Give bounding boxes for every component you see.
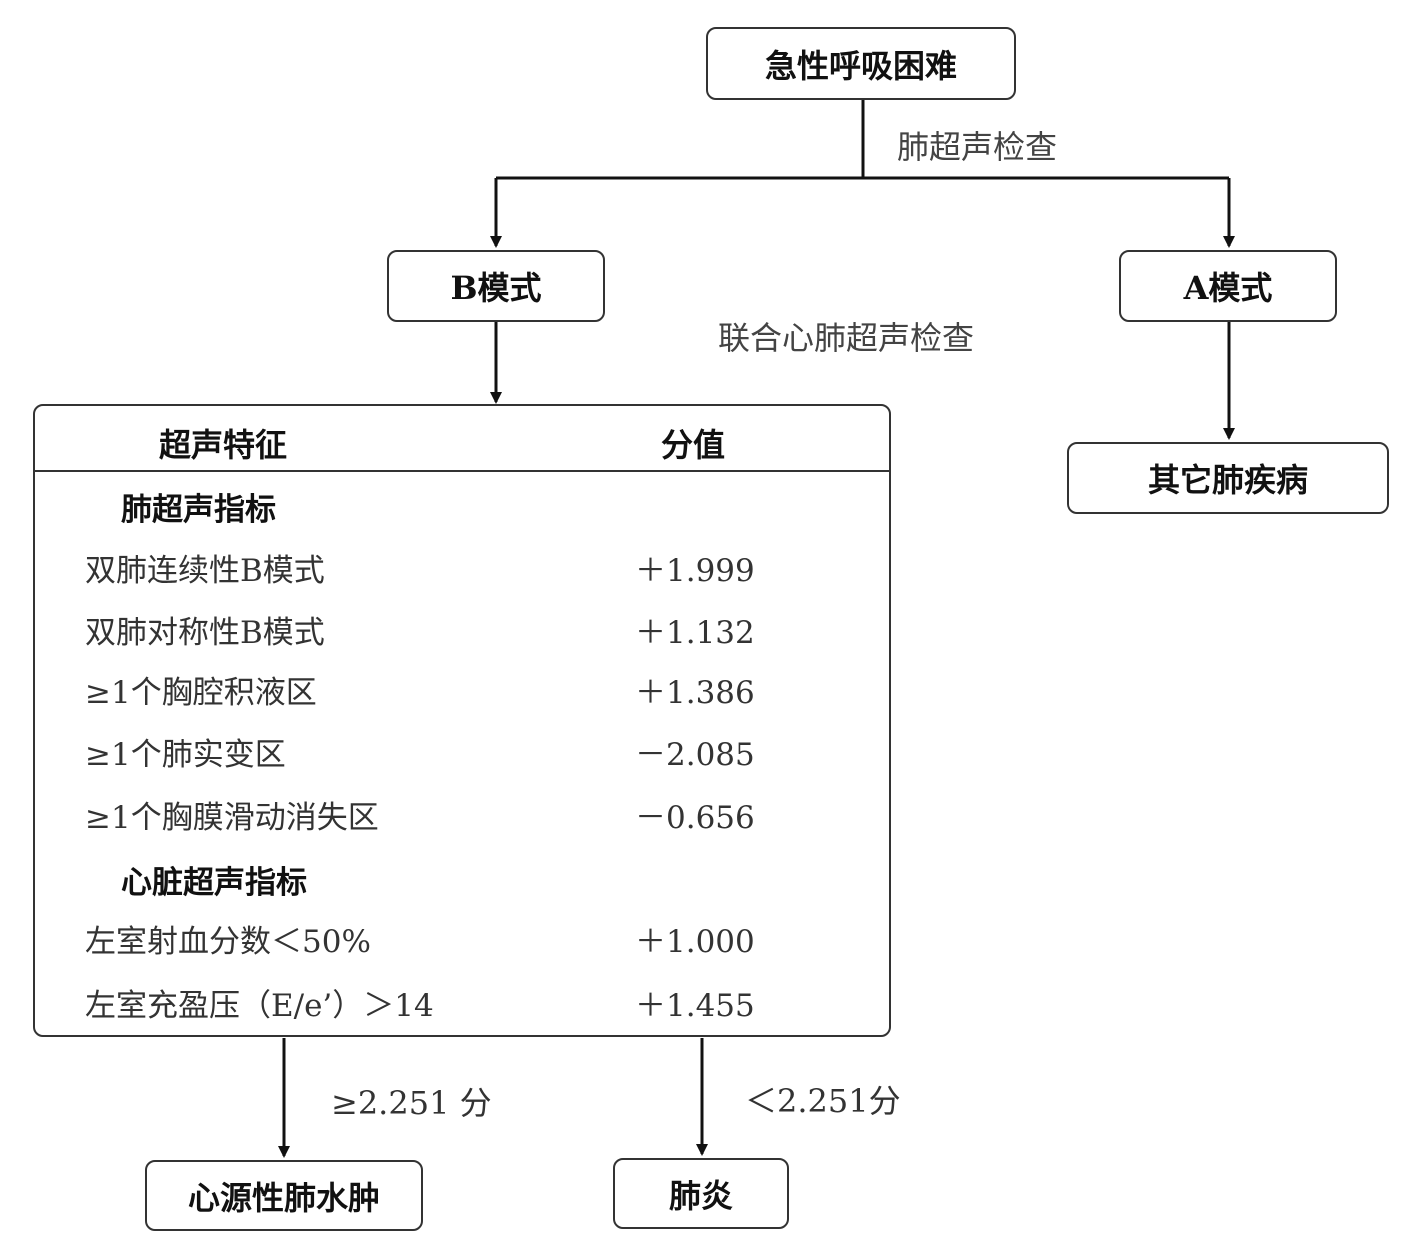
feature-name: 双肺连续性B模式 <box>85 553 325 589</box>
feature-name: 左室射血分数＜50% <box>85 924 371 960</box>
feature-name: ≥1个胸膜滑动消失区 <box>85 800 379 836</box>
header-divider <box>35 470 889 472</box>
feature-name: ≥1个胸腔积液区 <box>85 675 317 711</box>
label-threshold-lt: ＜2.251分 <box>745 1082 901 1120</box>
header-feature: 超声特征 <box>159 426 288 464</box>
label-threshold-ge: ≥2.251 分 <box>331 1084 492 1122</box>
node-b-mode: B模式 <box>387 250 605 322</box>
node-a-mode: A模式 <box>1119 250 1337 322</box>
table-row: ≥1个胸腔积液区 ＋1.386 <box>35 667 889 711</box>
table-row: ≥1个肺实变区 －2.085 <box>35 729 889 773</box>
label-combined-ultrasound: 联合心肺超声检查 <box>718 319 975 357</box>
node-cardiogenic-pulmonary-edema: 心源性肺水肿 <box>145 1160 423 1231</box>
section-lung-indicators: 肺超声指标 <box>121 492 276 528</box>
table-row: 左室充盈压（E/e’）＞14 ＋1.455 <box>35 980 889 1024</box>
node-other-lung-disease: 其它肺疾病 <box>1067 442 1389 514</box>
feature-score: ＋1.455 <box>635 988 755 1024</box>
scoring-table: 超声特征 分值 肺超声指标 双肺连续性B模式 ＋1.999 双肺对称性B模式 ＋… <box>33 404 891 1037</box>
table-row: 左室射血分数＜50% ＋1.000 <box>35 916 889 960</box>
section-heart-indicators: 心脏超声指标 <box>121 865 307 901</box>
feature-score: －2.085 <box>635 737 755 773</box>
feature-name: ≥1个肺实变区 <box>85 737 286 773</box>
feature-score: ＋1.132 <box>635 615 755 651</box>
feature-name: 双肺对称性B模式 <box>85 615 325 651</box>
table-row: 双肺对称性B模式 ＋1.132 <box>35 607 889 651</box>
table-row: 双肺连续性B模式 ＋1.999 <box>35 545 889 589</box>
label-lung-ultrasound: 肺超声检查 <box>897 128 1058 166</box>
table-row: ≥1个胸膜滑动消失区 －0.656 <box>35 792 889 836</box>
feature-name: 左室充盈压（E/e’）＞14 <box>85 988 434 1024</box>
feature-score: ＋1.999 <box>635 553 755 589</box>
header-score: 分值 <box>661 426 726 464</box>
node-pneumonia: 肺炎 <box>613 1158 789 1229</box>
feature-score: ＋1.386 <box>635 675 755 711</box>
feature-score: －0.656 <box>635 800 755 836</box>
node-acute-dyspnea: 急性呼吸困难 <box>706 27 1016 100</box>
feature-score: ＋1.000 <box>635 924 755 960</box>
